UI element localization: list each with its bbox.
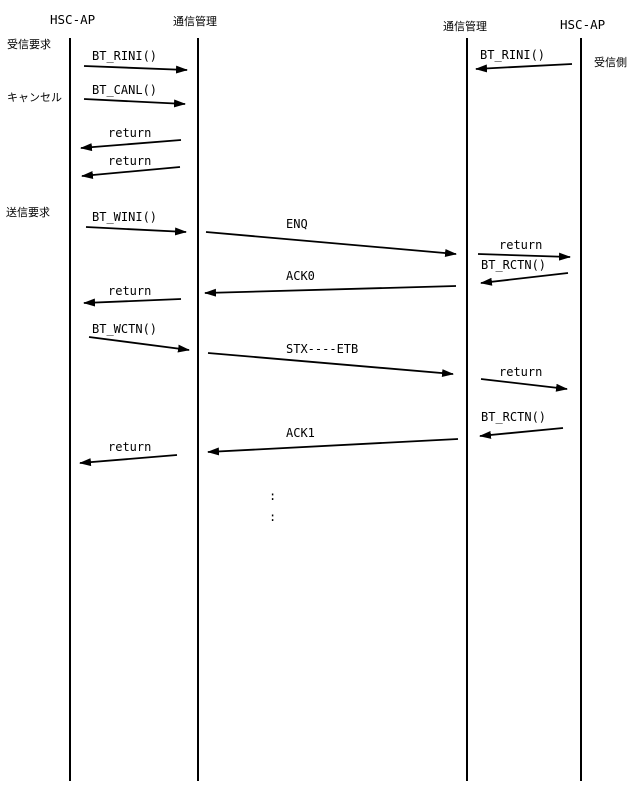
message-return-1: return bbox=[80, 126, 182, 152]
message-label: BT_RINI() bbox=[480, 48, 545, 62]
message-label: return bbox=[499, 365, 542, 379]
message-label: ACK0 bbox=[286, 269, 315, 283]
message-label: BT_WINI() bbox=[92, 210, 157, 224]
message-label: return bbox=[499, 238, 542, 252]
message-label: return bbox=[108, 284, 151, 298]
message-enq: ENQ bbox=[205, 217, 457, 258]
message-bt-canl: BT_CANL() bbox=[83, 83, 186, 108]
message-label: return bbox=[108, 154, 151, 168]
message-label: BT_RINI() bbox=[92, 49, 157, 63]
header-sender-comm: 通信管理 bbox=[173, 14, 217, 28]
label-receiver-side: 受信側 bbox=[594, 56, 627, 69]
message-label: BT_CANL() bbox=[92, 83, 157, 97]
message-ack1: ACK1 bbox=[207, 426, 459, 456]
message-bt-rini-sender: BT_RINI() bbox=[83, 49, 188, 74]
continuation-dots-2: : bbox=[269, 510, 276, 524]
header-receiver-comm: 通信管理 bbox=[443, 19, 487, 33]
header-sender-ap: HSC-AP bbox=[50, 12, 95, 27]
message-bt-rctn-2: BT_RCTN() bbox=[479, 410, 564, 439]
message-label: BT_WCTN() bbox=[92, 322, 157, 336]
message-label: return bbox=[108, 126, 151, 140]
continuation-dots-1: : bbox=[269, 489, 276, 503]
label-send-request: 送信要求 bbox=[6, 205, 50, 219]
message-ack0: ACK0 bbox=[204, 269, 457, 297]
message-bt-rctn-1: BT_RCTN() bbox=[480, 258, 569, 286]
message-bt-wctn: BT_WCTN() bbox=[88, 322, 190, 353]
message-label: BT_RCTN() bbox=[481, 258, 546, 272]
message-return-4: return bbox=[83, 284, 182, 307]
message-return-5: return bbox=[480, 365, 568, 392]
label-receive-request: 受信要求 bbox=[7, 38, 51, 51]
message-return-6: return bbox=[79, 440, 178, 467]
message-stx-etb: STX----ETB bbox=[207, 342, 454, 378]
message-return-2: return bbox=[81, 154, 181, 179]
message-label: BT_RCTN() bbox=[481, 410, 546, 424]
message-bt-rini-receiver: BT_RINI() bbox=[475, 48, 573, 73]
label-cancel: キャンセル bbox=[7, 91, 62, 104]
message-label: ACK1 bbox=[286, 426, 315, 440]
message-bt-wini: BT_WINI() bbox=[85, 210, 187, 236]
message-label: ENQ bbox=[286, 217, 308, 231]
message-label: return bbox=[108, 440, 151, 454]
header-receiver-ap: HSC-AP bbox=[560, 17, 605, 32]
message-label: STX----ETB bbox=[286, 342, 358, 356]
message-return-3: return bbox=[477, 238, 571, 261]
